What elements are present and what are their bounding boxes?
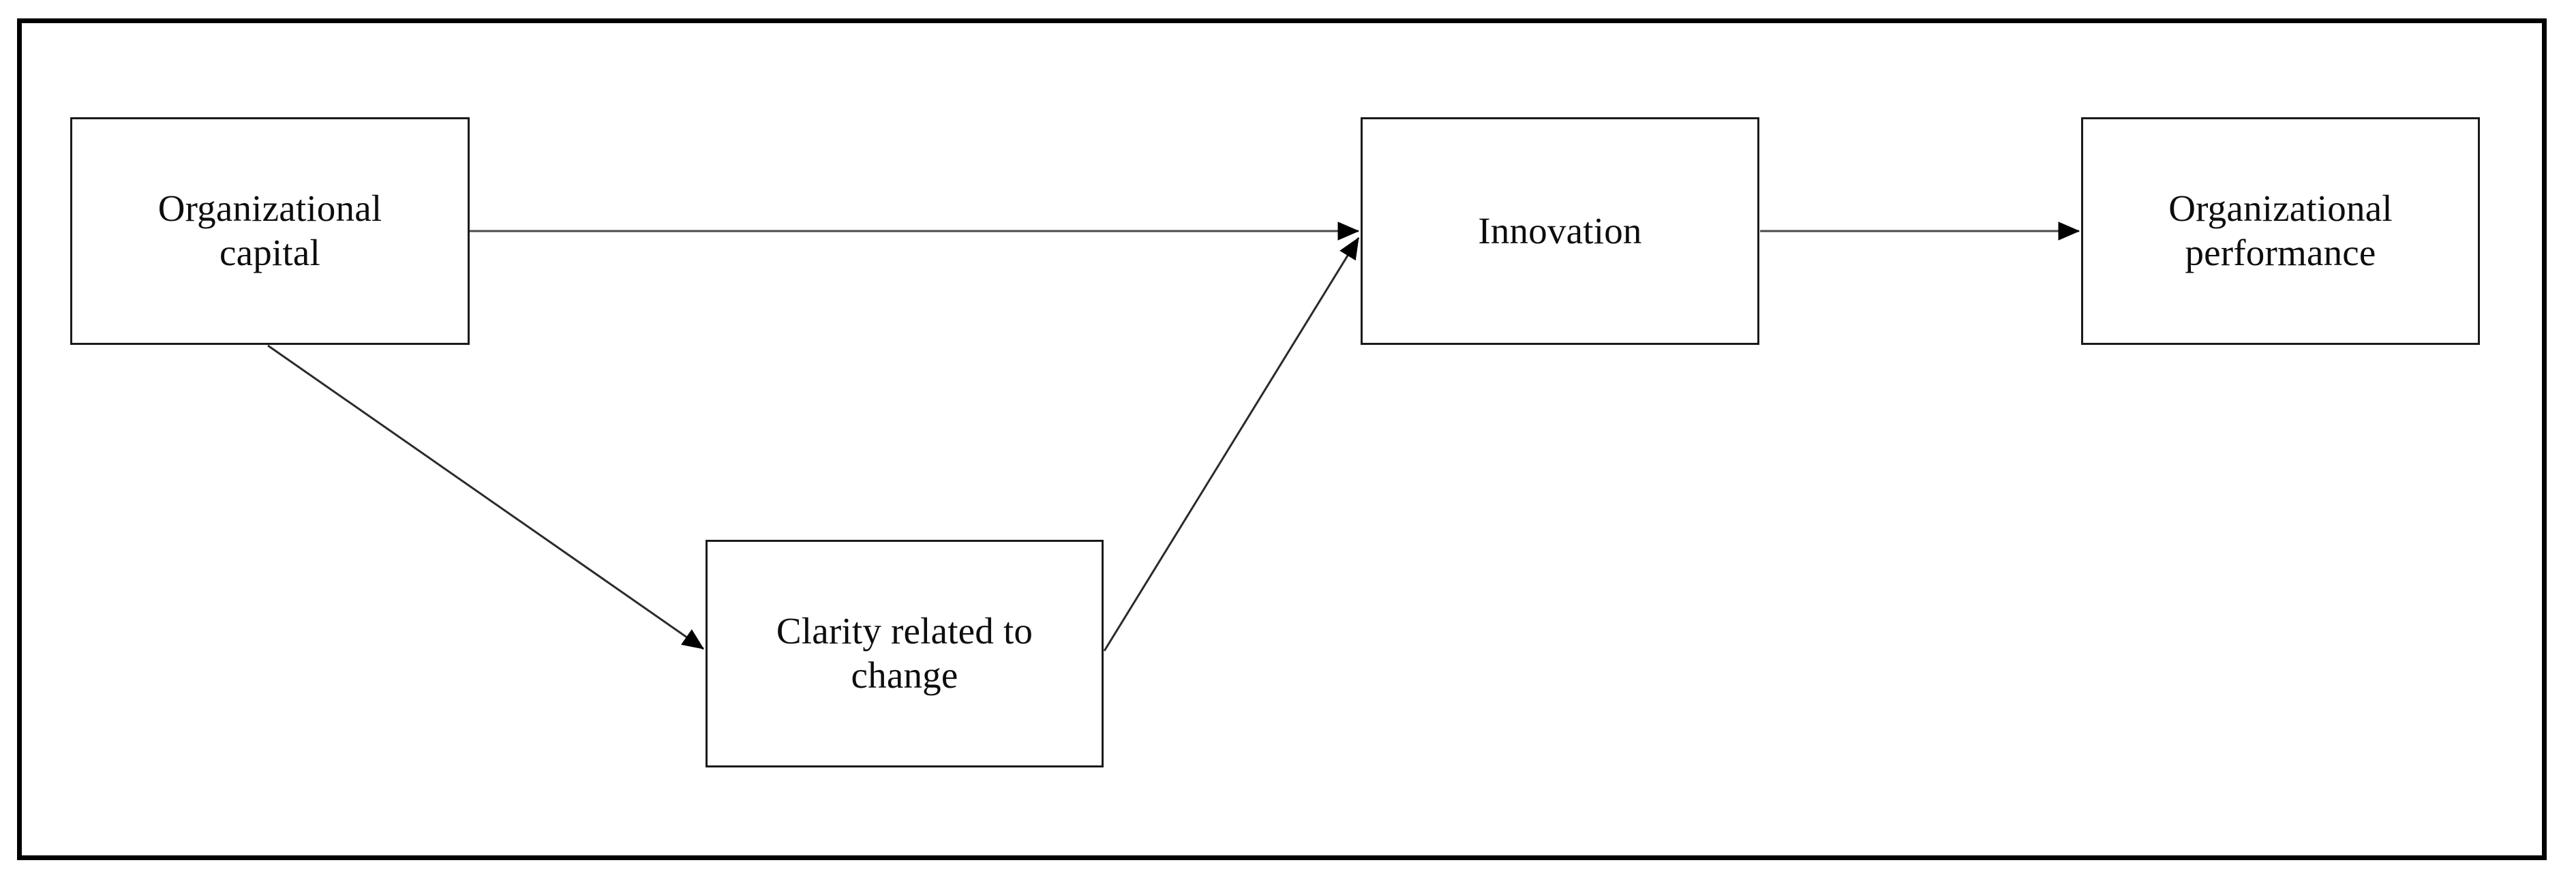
node-label-organizational-capital: Organizational capital [157,187,382,273]
node-innovation: Innovation [1361,117,1759,345]
node-organizational-performance: Organizational performance [2081,117,2480,345]
node-label-clarity-related-to-change: Clarity related to change [776,610,1033,696]
node-clarity-related-to-change: Clarity related to change [706,540,1104,767]
node-organizational-capital: Organizational capital [70,117,470,345]
node-label-innovation: Innovation [1478,209,1642,252]
node-label-organizational-performance: Organizational performance [2168,187,2393,273]
edge-clarity-to-innovation [1103,237,1360,652]
edge-organizational-capital-to-clarity [267,344,704,650]
